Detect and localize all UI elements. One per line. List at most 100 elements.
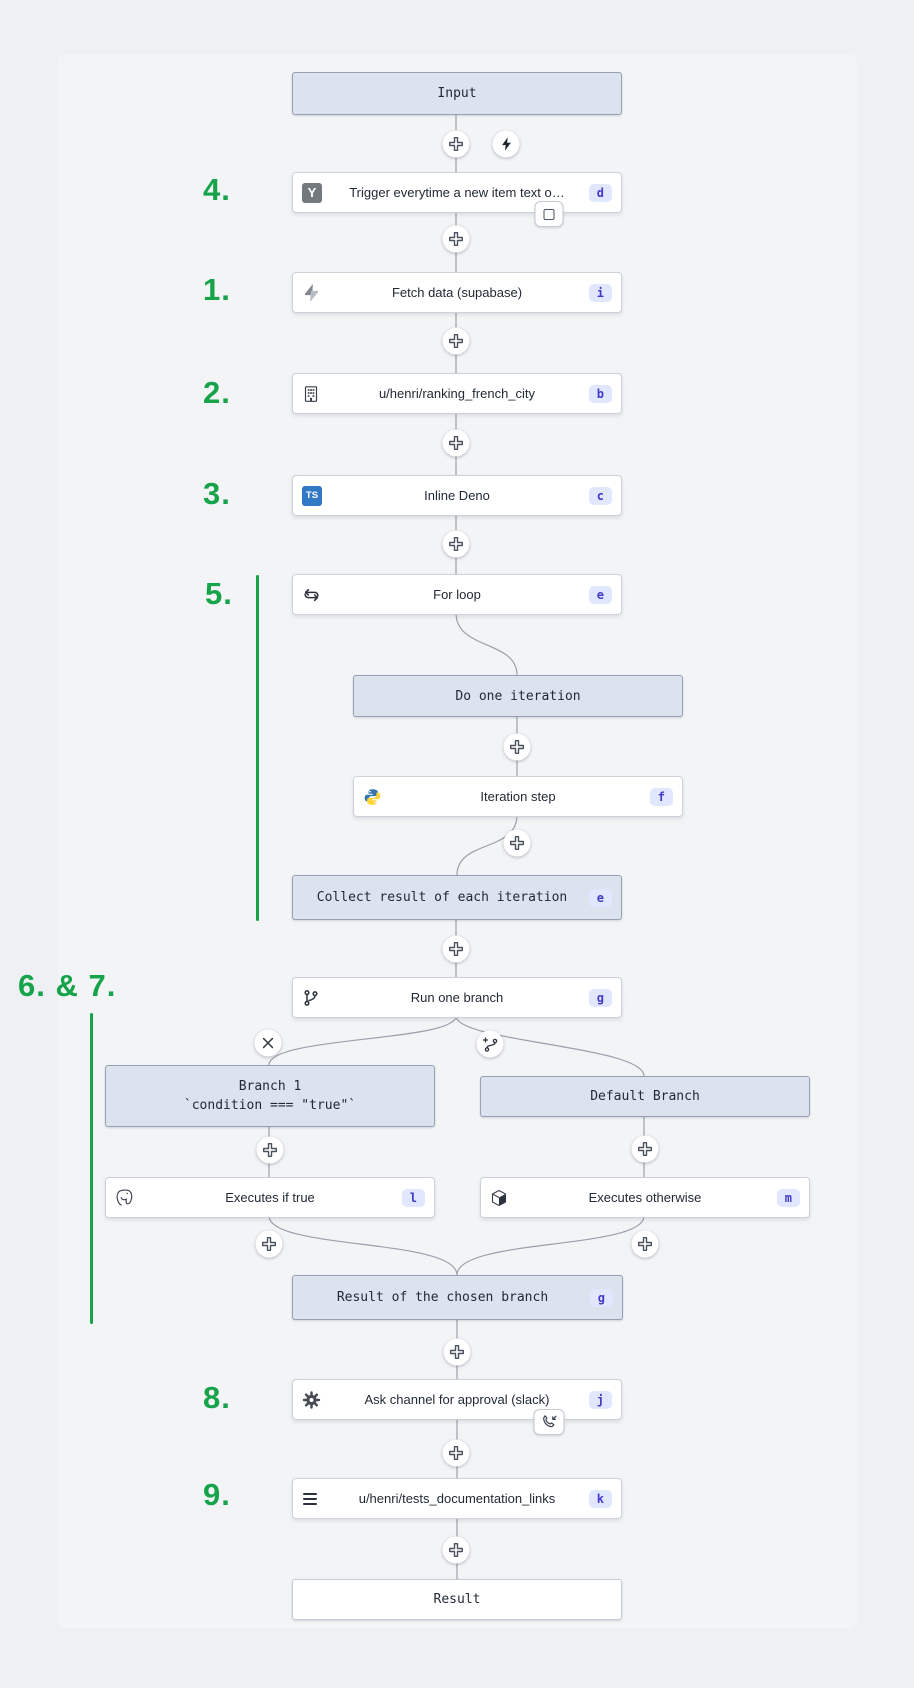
step-executes-if-true[interactable]: Executes if true l <box>105 1177 435 1218</box>
remove-branch-button[interactable] <box>254 1029 282 1057</box>
add-step-button[interactable] <box>503 829 531 857</box>
step-inline-deno-badge: c <box>588 486 612 505</box>
python-icon <box>363 787 382 806</box>
add-step-button[interactable] <box>631 1230 659 1258</box>
add-trigger-button[interactable] <box>492 130 520 158</box>
typescript-icon: TS <box>302 485 322 506</box>
branch-1-header[interactable]: Branch 1 `condition === "true"` <box>105 1065 435 1127</box>
annotation-line-loop <box>256 575 259 921</box>
plus-icon <box>449 1446 463 1460</box>
branch-1-condition: `condition === "true"` <box>183 1098 357 1113</box>
add-step-button[interactable] <box>443 1338 471 1366</box>
default-branch-label: Default Branch <box>590 1089 700 1104</box>
step-fetch-data-badge: i <box>588 283 612 302</box>
add-step-button[interactable] <box>442 935 470 963</box>
input-node[interactable]: Input <box>292 72 622 115</box>
step-tests-documentation-label: u/henri/tests_documentation_links <box>358 1491 556 1506</box>
plus-icon <box>638 1142 652 1156</box>
loop-icon <box>302 585 321 604</box>
step-fetch-data[interactable]: Fetch data (supabase) i <box>292 272 622 313</box>
supabase-bolt-icon <box>302 283 321 302</box>
add-step-button[interactable] <box>255 1230 283 1258</box>
step-executes-if-true-badge: l <box>401 1188 425 1207</box>
step-for-loop[interactable]: For loop e <box>292 574 622 615</box>
step-ranking-french-city[interactable]: u/henri/ranking_french_city b <box>292 373 622 414</box>
step-tests-documentation-badge: k <box>588 1489 612 1508</box>
collect-result-label: Collect result of each iteration <box>316 890 568 905</box>
collect-result-node[interactable]: Collect result of each iteration e <box>292 875 622 920</box>
step-executes-otherwise-badge: m <box>776 1188 800 1207</box>
add-step-button[interactable] <box>631 1135 659 1163</box>
step-trigger-badge: d <box>588 183 612 202</box>
step-iteration[interactable]: Iteration step f <box>353 776 683 817</box>
chosen-branch-result-label: Result of the chosen branch <box>336 1290 549 1305</box>
branch-1-title: Branch 1 <box>238 1079 302 1094</box>
step-executes-otherwise-label: Executes otherwise <box>588 1190 702 1205</box>
annotation-1: 1. <box>203 272 231 307</box>
step-for-loop-label: For loop <box>433 587 481 602</box>
branch-add-icon <box>482 1036 497 1052</box>
stop-square-icon <box>543 208 555 220</box>
add-step-button[interactable] <box>503 733 531 761</box>
add-branch-button[interactable] <box>476 1030 504 1058</box>
step-executes-otherwise[interactable]: Executes otherwise m <box>480 1177 810 1218</box>
step-ranking-french-city-label: u/henri/ranking_french_city <box>378 386 536 401</box>
step-trigger-label: Trigger everytime a new item text o… <box>349 185 565 200</box>
plus-icon <box>638 1237 652 1251</box>
menu-lines-icon <box>302 1492 319 1505</box>
step-tests-documentation[interactable]: u/henri/tests_documentation_links k <box>292 1478 622 1519</box>
step-inline-deno[interactable]: TS Inline Deno c <box>292 475 622 516</box>
result-node-label: Result <box>433 1592 481 1607</box>
step-ask-approval-label: Ask channel for approval (slack) <box>364 1392 550 1407</box>
close-icon <box>262 1037 274 1049</box>
plus-icon <box>510 836 524 850</box>
do-one-iteration-node[interactable]: Do one iteration <box>353 675 683 717</box>
plus-icon <box>263 1143 277 1157</box>
step-for-loop-badge: e <box>588 585 612 604</box>
add-step-button[interactable] <box>442 530 470 558</box>
collect-result-badge: e <box>588 888 612 907</box>
input-node-label: Input <box>437 86 477 101</box>
plus-icon <box>449 1543 463 1557</box>
step-inline-deno-label: Inline Deno <box>424 488 490 503</box>
result-node[interactable]: Result <box>292 1579 622 1620</box>
add-step-button[interactable] <box>442 327 470 355</box>
chosen-branch-result-node[interactable]: Result of the chosen branch g <box>292 1275 623 1320</box>
gear-icon <box>302 1390 321 1409</box>
add-step-button[interactable] <box>256 1136 284 1164</box>
step-ask-approval[interactable]: Ask channel for approval (slack) j <box>292 1379 622 1420</box>
hackernews-y-icon: Y <box>302 182 322 203</box>
add-step-button[interactable] <box>442 429 470 457</box>
suspend-approval-indicator <box>533 1409 565 1435</box>
step-run-one-branch[interactable]: Run one branch g <box>292 977 622 1018</box>
plus-icon <box>449 232 463 246</box>
plus-icon <box>449 137 463 151</box>
add-step-button[interactable] <box>442 225 470 253</box>
default-branch-header[interactable]: Default Branch <box>480 1076 810 1117</box>
chosen-branch-result-badge: g <box>589 1288 613 1307</box>
step-iteration-badge: f <box>649 787 673 806</box>
step-run-one-branch-label: Run one branch <box>410 990 504 1005</box>
annotation-6-7: 6. & 7. <box>18 968 117 1003</box>
trigger-test-indicator[interactable] <box>534 201 564 227</box>
do-one-iteration-label: Do one iteration <box>455 688 581 704</box>
plus-icon <box>262 1237 276 1251</box>
postgresql-icon <box>115 1188 134 1207</box>
git-branch-icon <box>302 989 320 1007</box>
step-executes-if-true-label: Executes if true <box>225 1190 315 1205</box>
step-iteration-label: Iteration step <box>480 789 556 804</box>
building-icon <box>302 385 320 403</box>
add-step-button[interactable] <box>442 130 470 158</box>
annotation-9: 9. <box>203 1477 231 1512</box>
plus-icon <box>449 537 463 551</box>
annotation-4: 4. <box>203 172 231 207</box>
step-run-one-branch-badge: g <box>588 988 612 1007</box>
add-step-button[interactable] <box>442 1536 470 1564</box>
phone-incoming-icon <box>542 1414 557 1427</box>
plus-icon <box>449 942 463 956</box>
step-ask-approval-badge: j <box>588 1390 612 1409</box>
add-step-button[interactable] <box>442 1439 470 1467</box>
step-trigger[interactable]: Y Trigger everytime a new item text o… d <box>292 172 622 213</box>
